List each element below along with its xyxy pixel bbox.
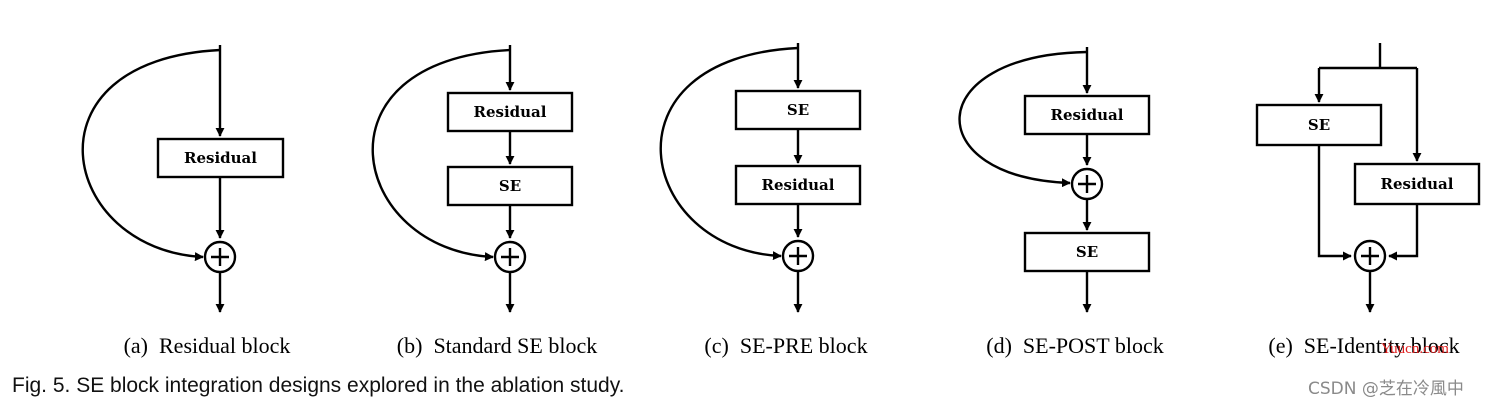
diagram-c	[659, 43, 862, 313]
skip-connection	[958, 50, 1088, 188]
box-label-se: SE	[499, 177, 521, 195]
caption-b: (b) Standard SE block	[397, 333, 597, 358]
diagram-e	[1255, 43, 1481, 313]
diagram-a	[81, 45, 285, 313]
box-label-residual: Residual	[474, 103, 547, 121]
box-label-se: SE	[1308, 116, 1330, 134]
caption-a: (a) Residual block	[124, 333, 291, 358]
box-label-residual: Residual	[762, 176, 835, 194]
skip-connection	[659, 46, 799, 261]
caption-d: (d) SE-POST block	[986, 333, 1163, 358]
site-watermark: Yuucn.com	[1381, 341, 1449, 357]
diagram-b	[371, 45, 574, 313]
arrow-se-to-sum	[1317, 145, 1352, 261]
skip-connection	[371, 48, 511, 262]
figure-caption: Fig. 5. SE block integration designs exp…	[12, 374, 625, 397]
skip-connection	[81, 48, 221, 262]
box-label-residual: Residual	[1381, 175, 1454, 193]
box-label-residual: Residual	[1051, 106, 1124, 124]
caption-c: (c) SE-PRE block	[704, 333, 867, 358]
diagram-d	[958, 47, 1151, 313]
arrow-residual-to-sum	[1388, 204, 1419, 261]
box-label-se: SE	[787, 101, 809, 119]
caption-e: (e) SE-Identity block	[1268, 333, 1459, 358]
box-label-residual: Residual	[184, 149, 257, 167]
csdn-watermark: CSDN @芝在冷風中	[1308, 379, 1464, 399]
box-label-se: SE	[1076, 243, 1098, 261]
